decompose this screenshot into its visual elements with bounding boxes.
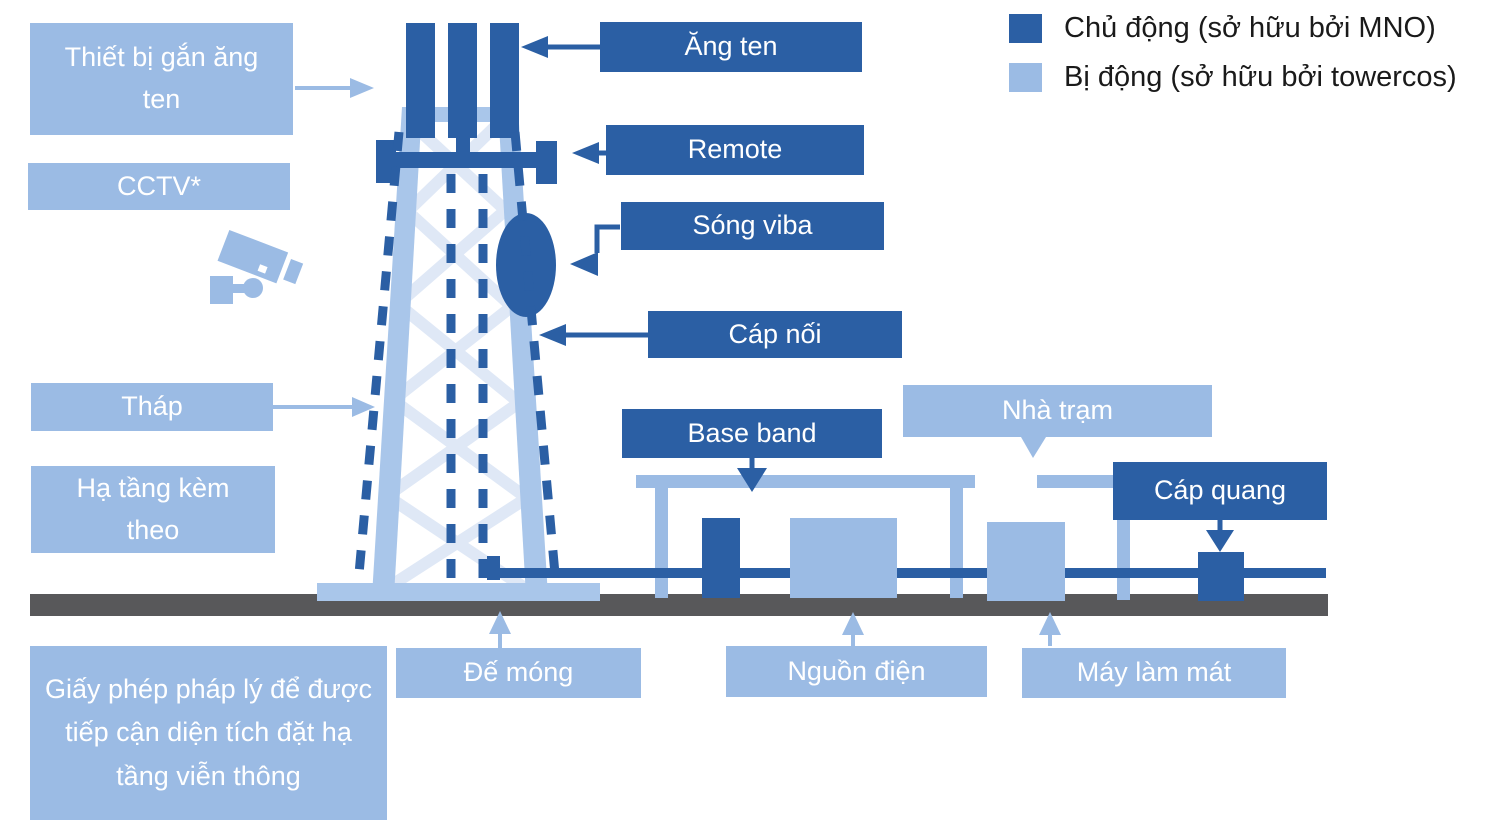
antenna-panel xyxy=(406,23,435,138)
legend-item-active: Chủ động (sở hữu bởi MNO) xyxy=(1009,12,1457,45)
legend-item-passive: Bị động (sở hữu bởi towercos) xyxy=(1009,61,1457,94)
antenna-panel xyxy=(448,23,477,138)
light-arrows xyxy=(273,78,1061,648)
label-foundation: Đế móng xyxy=(396,648,641,698)
label-baseband: Base band xyxy=(622,409,882,458)
label-connection-cable: Cáp nối xyxy=(648,311,902,358)
legend-swatch-active xyxy=(1009,14,1042,43)
shelter-callout-tail xyxy=(1021,437,1046,458)
ground xyxy=(30,594,1328,616)
tower-cables-dashed xyxy=(352,131,562,597)
foundation-slab xyxy=(317,583,600,601)
cooling-unit xyxy=(987,522,1065,601)
label-tower: Tháp xyxy=(31,383,273,431)
cctv-camera-icon xyxy=(210,229,304,304)
label-fiber-optic: Cáp quang xyxy=(1113,462,1327,520)
label-microwave: Sóng viba xyxy=(621,202,884,250)
power-unit xyxy=(790,518,897,598)
label-antenna: Ăng ten xyxy=(600,22,862,72)
label-cctv: CCTV* xyxy=(28,163,290,210)
legend-swatch-passive xyxy=(1009,63,1042,92)
legend: Chủ động (sở hữu bởi MNO) Bị động (sở hữ… xyxy=(1009,12,1457,110)
antenna-panel xyxy=(490,23,519,138)
ground-cable xyxy=(487,556,1326,580)
label-legal-permit: Giấy phép pháp lý để được tiếp cận diện … xyxy=(30,646,387,820)
remote-radio-unit xyxy=(376,133,557,184)
label-cooling-machine: Máy làm mát xyxy=(1022,648,1286,698)
microwave-dish-icon xyxy=(496,213,556,317)
legend-label-active: Chủ động (sở hữu bởi MNO) xyxy=(1064,12,1436,44)
dark-arrows xyxy=(521,36,1234,552)
label-remote: Remote xyxy=(606,125,864,175)
label-antenna-mount-equipment: Thiết bị gắn ăng ten xyxy=(30,23,293,135)
tower-antennas xyxy=(406,23,519,138)
label-shelter: Nhà trạm xyxy=(903,385,1212,437)
label-power-supply: Nguồn điện xyxy=(726,646,987,697)
label-aux-infrastructure: Hạ tầng kèm theo xyxy=(31,466,275,553)
baseband-unit xyxy=(702,518,740,598)
fiber-junction-box xyxy=(1198,552,1244,601)
legend-label-passive: Bị động (sở hữu bởi towercos) xyxy=(1064,61,1457,93)
